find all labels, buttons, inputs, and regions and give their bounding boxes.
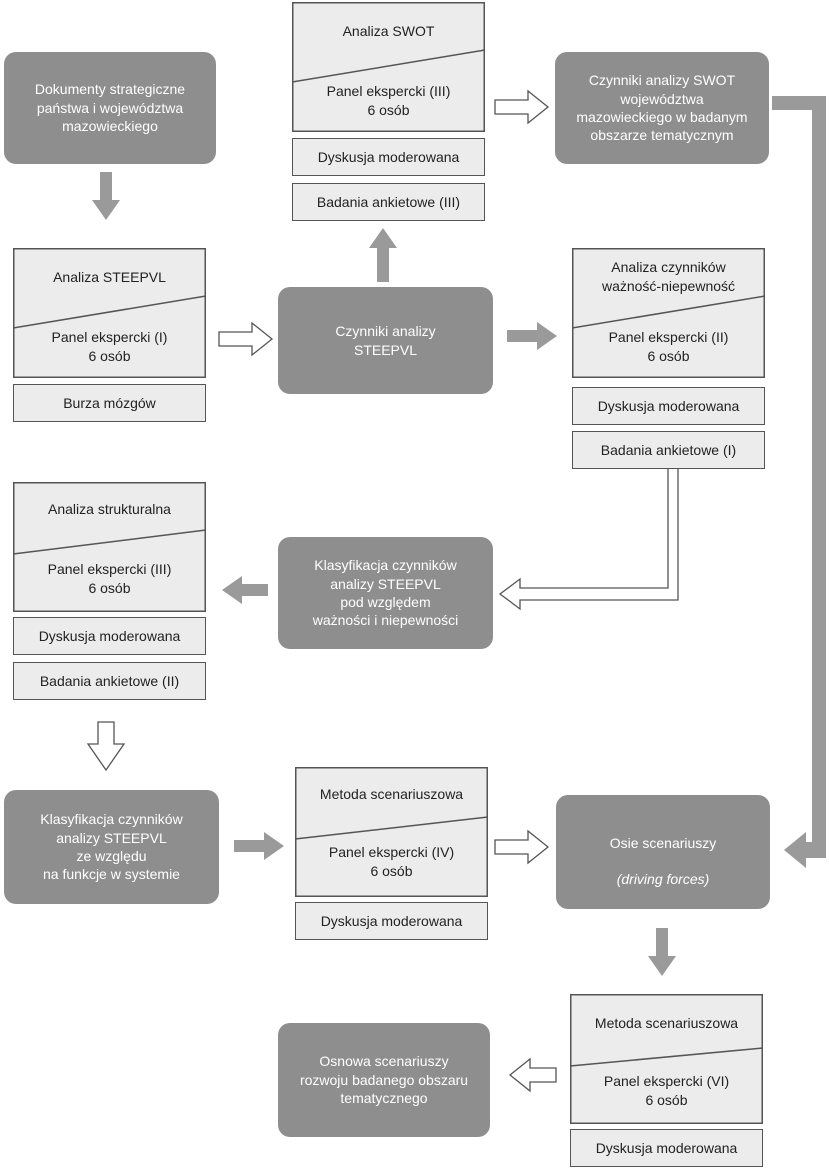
scen6-dyskusja: Dyskusja moderowana xyxy=(570,1129,763,1167)
node-osnowa-scenariuszy: Osnowa scenariuszy rozwoju badanego obsz… xyxy=(278,1023,490,1137)
struct-badania: Badania ankietowe (II) xyxy=(13,662,206,700)
panel-strukturalna-method: Analiza strukturalna Panel ekspercki (II… xyxy=(13,482,206,612)
panel-scenariuszowa-vi-method: Metoda scenariuszowa Panel ekspercki (VI… xyxy=(570,994,763,1124)
node-klasyfikacja1-label: Klasyfikacja czynników analizy STEEPVL p… xyxy=(312,557,459,629)
arrow-dok-to-steepvl xyxy=(92,172,120,220)
struct-dyskusja: Dyskusja moderowana xyxy=(13,617,206,655)
arrow-swot-to-factors xyxy=(494,89,550,125)
node-czynniki-steepvl: Czynniki analizy STEEPVL xyxy=(278,287,493,394)
arrow-steepvl-to-swot xyxy=(369,228,397,282)
arrow-struct-to-klasyf2 xyxy=(86,721,126,772)
panel-swot-method: Analiza SWOT Panel ekspercki (III) 6 osó… xyxy=(292,2,485,132)
node-dokumenty-label: Dokumenty strategiczne państwa i wojewód… xyxy=(34,81,186,135)
osie-title: Osie scenariuszy xyxy=(609,834,717,851)
arrow-scen6-to-osnowa xyxy=(508,1057,557,1093)
scen4-dyskusja: Dyskusja moderowana xyxy=(295,902,488,940)
steep-panel-label: Panel ekspercki (I) 6 osób xyxy=(51,329,168,364)
arrow-steepvl-to-waz xyxy=(507,322,557,350)
struct-panel-label: Panel ekspercki (III) 6 osób xyxy=(47,561,172,596)
waz-badania: Badania ankietowe (I) xyxy=(572,431,765,469)
panel-waznosc-method: Analiza czynników ważność-niepewność Pan… xyxy=(572,248,765,378)
node-osnowa-label: Osnowa scenariuszy rozwoju badanego obsz… xyxy=(299,1053,469,1107)
arrow-waz-to-klasyf1 xyxy=(498,467,679,611)
arrow-klasyf1-to-struct xyxy=(222,576,268,604)
arrow-scen4-to-osie xyxy=(494,829,550,865)
node-swot-label: Czynniki analizy SWOT województwa mazowi… xyxy=(576,72,748,144)
arrow-swot-factors-to-osie xyxy=(772,96,826,868)
panel-scenariuszowa-iv-method: Metoda scenariuszowa Panel ekspercki (IV… xyxy=(295,767,488,897)
swot-method-label: Analiza SWOT xyxy=(342,23,435,39)
swot-badania: Badania ankietowe (III) xyxy=(292,183,485,221)
node-klasyfikacja-waznosc: Klasyfikacja czynników analizy STEEPVL p… xyxy=(278,537,493,649)
scen6-method-label: Metoda scenariuszowa xyxy=(594,1015,739,1031)
node-czynniki-swot: Czynniki analizy SWOT województwa mazowi… xyxy=(555,52,769,164)
node-dokumenty-strategiczne: Dokumenty strategiczne państwa i wojewód… xyxy=(4,52,216,164)
arrow-steep-to-steepvl xyxy=(218,321,274,357)
node-klasyfikacja2-label: Klasyfikacja czynników analizy STEEPVL z… xyxy=(40,811,183,883)
steep-method-label: Analiza STEEPVL xyxy=(53,269,166,285)
arrow-osie-to-scen6 xyxy=(648,928,676,976)
swot-panel-label: Panel ekspercki (III) 6 osób xyxy=(326,83,451,118)
node-steepvl-label: Czynniki analizy STEEPVL xyxy=(335,323,436,358)
scen4-method-label: Metoda scenariuszowa xyxy=(319,786,464,802)
scen6-panel-label: Panel ekspercki (VI) 6 osób xyxy=(603,1073,730,1108)
struct-method-label: Analiza strukturalna xyxy=(48,501,171,517)
node-klasyfikacja-funkcje: Klasyfikacja czynników analizy STEEPVL z… xyxy=(4,790,219,904)
osie-subtitle: (driving forces) xyxy=(616,871,710,888)
swot-dyskusja: Dyskusja moderowana xyxy=(292,138,485,176)
node-osie-scenariuszy: Osie scenariuszy (driving forces) xyxy=(556,795,770,909)
waz-dyskusja: Dyskusja moderowana xyxy=(572,387,765,425)
waz-panel-label: Panel ekspercki (II) 6 osób xyxy=(608,329,729,364)
scen4-panel-label: Panel ekspercki (IV) 6 osób xyxy=(328,844,455,879)
waz-method-label: Analiza czynników ważność-niepewność xyxy=(601,259,736,294)
panel-steepvl-method: Analiza STEEPVL Panel ekspercki (I) 6 os… xyxy=(13,248,206,378)
arrow-klasyf2-to-scen4 xyxy=(234,832,284,860)
steep-burza: Burza mózgów xyxy=(13,384,206,422)
node-osie-label: Osie scenariuszy (driving forces) xyxy=(610,815,717,889)
